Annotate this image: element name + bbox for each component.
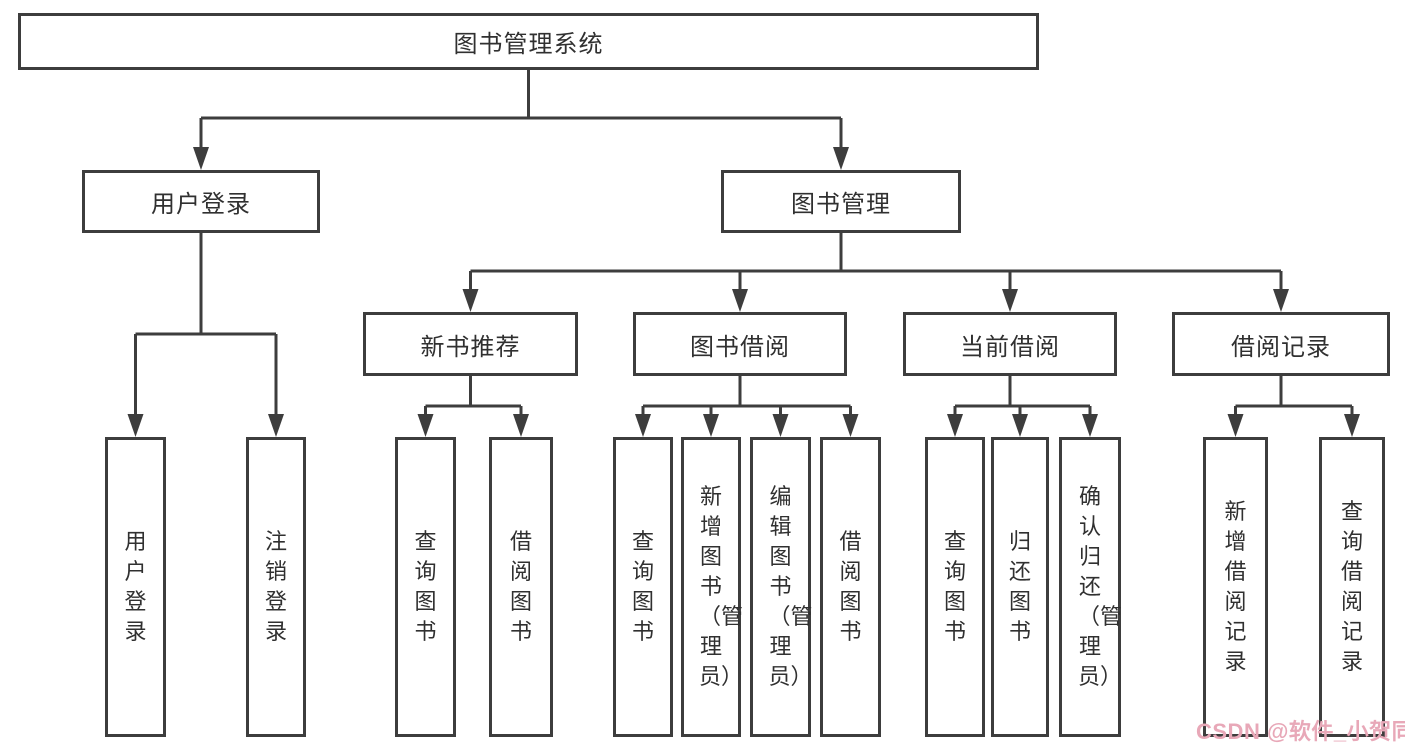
node-label: 新增借阅记录 [1224,499,1247,674]
leaf-query-borrow-record: 查询借阅记录 [1319,437,1385,737]
leaf-borrow-books-recommend: 借阅图书 [489,437,553,737]
leaf-user-login: 用户登录 [105,437,166,737]
node-label: 新书推荐 [420,333,521,361]
node-label: 编辑图书（管理员） [768,484,813,689]
leaf-edit-book-admin: 编辑图书（管理员） [750,437,813,737]
node-label: 用户登录 [151,191,251,218]
connector-new-book-children [417,376,529,437]
csdn-watermark: CSDN @软件_小贺同学 [1196,719,1405,744]
node-label: 查询借阅记录 [1340,499,1363,674]
node-new-book-recommendation: 新书推荐 [363,312,578,376]
leaf-return-books: 归还图书 [991,437,1049,737]
node-current-borrowing: 当前借阅 [903,312,1117,376]
connector-current-borrow-children [947,376,1098,437]
node-label: 查询图书 [631,529,654,644]
leaf-logout: 注销登录 [246,437,306,737]
node-borrowing-records: 借阅记录 [1172,312,1390,376]
node-user-login: 用户登录 [82,170,320,233]
leaf-add-borrow-record: 新增借阅记录 [1203,437,1268,737]
node-label: 新增图书（管理员） [699,484,744,689]
node-label: 确认归还（管理员） [1078,484,1123,689]
node-label: 借阅图书 [839,529,862,644]
node-book-management: 图书管理 [721,170,961,233]
node-label: 当前借阅 [960,333,1060,361]
node-library-system: 图书管理系统 [18,13,1039,70]
leaf-query-books-current: 查询图书 [925,437,985,737]
connector-borrow-records-children [1227,376,1360,437]
node-book-borrowing: 图书借阅 [633,312,847,376]
leaf-query-books-borrow: 查询图书 [613,437,673,737]
node-label: 归还图书 [1008,529,1031,644]
leaf-query-books-recommend: 查询图书 [395,437,456,737]
node-label: 用户登录 [124,529,147,644]
node-label: 注销登录 [264,529,287,644]
node-label: 借阅图书 [509,529,532,644]
node-label: 查询图书 [943,529,966,644]
node-label: 图书借阅 [690,333,790,361]
connector-root-to-level2 [193,70,849,170]
node-label: 查询图书 [414,529,437,644]
node-label: 图书管理 [791,191,891,218]
leaf-confirm-return-admin: 确认归还（管理员） [1059,437,1123,737]
leaf-add-book-admin: 新增图书（管理员） [681,437,744,737]
node-label: 图书管理系统 [453,31,604,58]
connector-book-borrow-children [635,376,859,437]
connector-user-login-children [127,233,284,437]
leaf-borrow-books: 借阅图书 [820,437,881,737]
connector-book-management-children [462,233,1289,312]
node-label: 借阅记录 [1231,333,1331,361]
